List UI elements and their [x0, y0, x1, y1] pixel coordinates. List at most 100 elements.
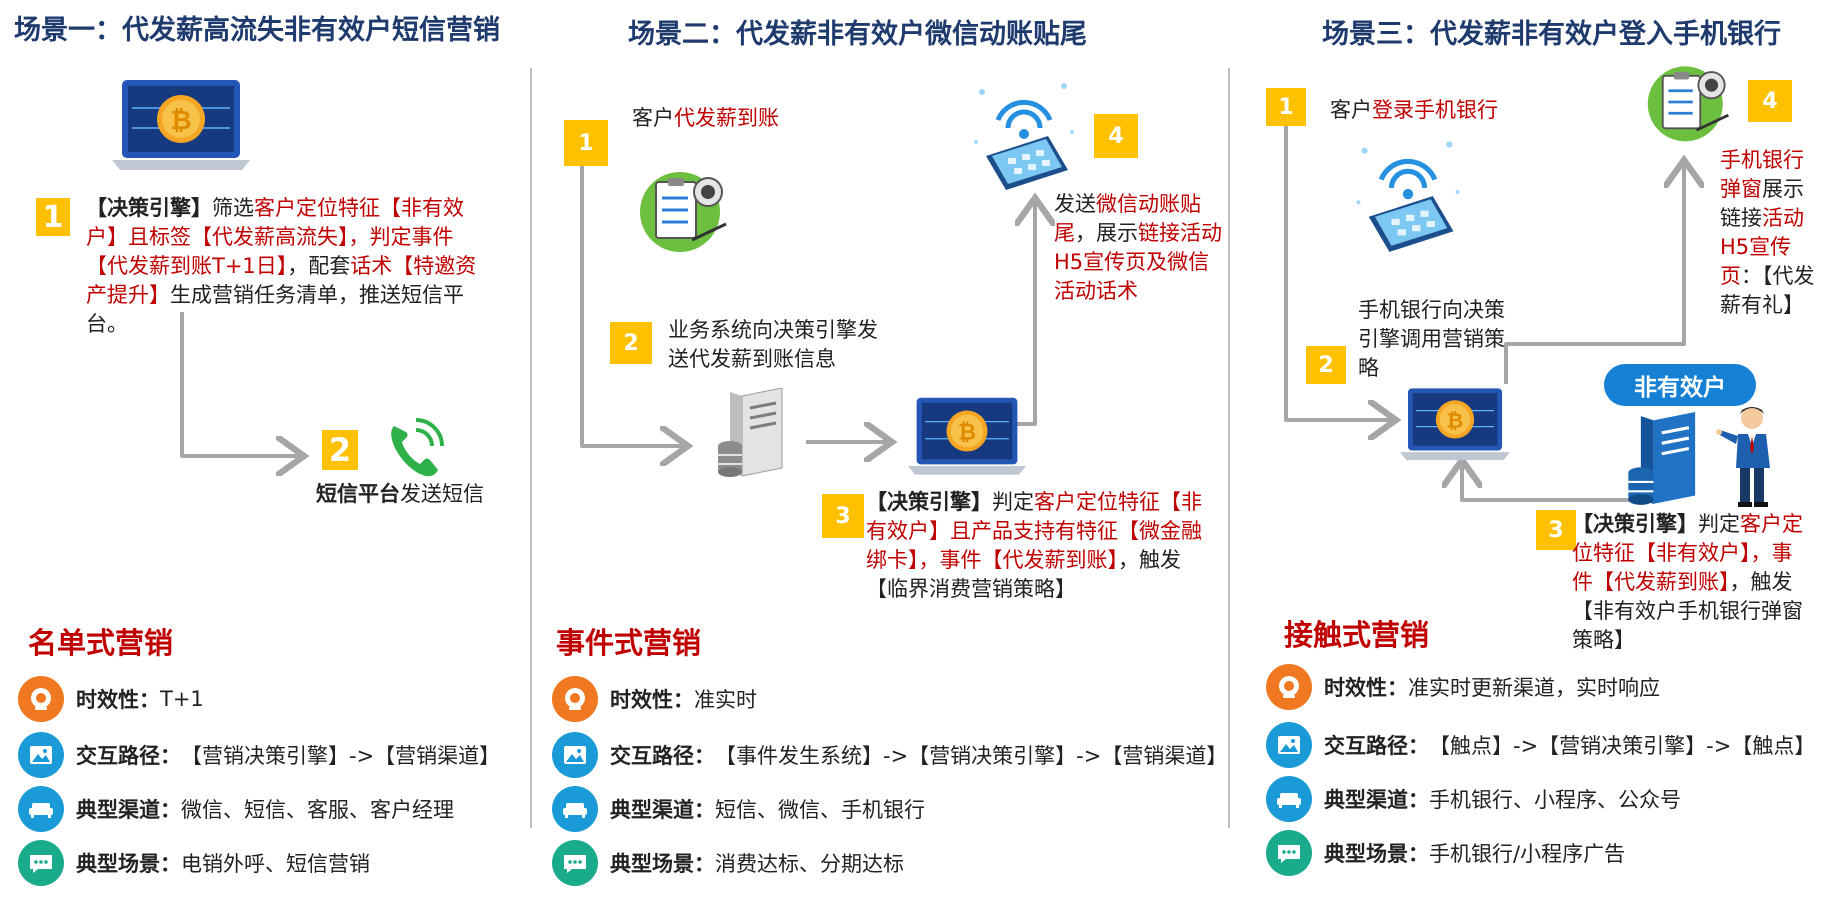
s2-step2-badge: 2 — [610, 322, 652, 364]
feature-value: T+1 — [160, 687, 204, 711]
svg-text:₿: ₿ — [1447, 408, 1464, 432]
svg-text:₿: ₿ — [958, 420, 976, 446]
s3-text4-p2: 展示链接 — [1720, 177, 1804, 230]
feature-label: 典型渠道： — [610, 798, 715, 822]
s2-section-title: 事件式营销 — [556, 626, 702, 660]
chat-icon — [552, 840, 598, 886]
feature-label: 典型场景： — [610, 852, 715, 876]
laptop-bitcoin-icon: ₿ — [908, 397, 1026, 475]
clock-icon — [18, 676, 64, 722]
s1-arrow-to-sms — [180, 312, 300, 456]
feature-value: 手机银行、小程序、公众号 — [1429, 788, 1681, 812]
chat-icon — [1266, 830, 1312, 876]
clock-icon — [552, 676, 598, 722]
s3-feature-row: 典型场景：手机银行/小程序广告 — [1266, 830, 1625, 876]
feature-label: 交互路径： — [1324, 734, 1429, 758]
image-icon — [1266, 722, 1312, 768]
s1-feature-row: 交互路径：【营销决策引擎】->【营销渠道】 — [18, 732, 500, 778]
feature-value: 【事件发生系统】->【营销决策引擎】->【营销渠道】 — [715, 744, 1228, 768]
clock-icon — [1266, 664, 1312, 710]
s3-step1-badge: 1 — [1266, 88, 1306, 126]
image-icon — [18, 732, 64, 778]
laptop-bitcoin-icon: ₿ — [112, 80, 250, 170]
s2-arrow-to-server — [580, 160, 684, 446]
s3-text3-p4: ，触发【非有效户手机银行弹窗策略】 — [1572, 570, 1803, 652]
s3-text3-p2: 判定 — [1698, 512, 1740, 536]
s2-text3-p3: 客户定位特征【非有效户】且产品支持有特征【微金融绑卡】，事件【代发薪到账】 — [866, 490, 1202, 572]
s3-section-title: 接触式营销 — [1284, 618, 1430, 652]
s3-text3-p1: 【决策引擎】 — [1572, 512, 1698, 536]
s3-text3-p3: 客户定位特征【非有效户】，事件【代发薪到账】 — [1572, 512, 1803, 594]
s1-step1-badge: 1 — [36, 198, 70, 236]
s1-text1-p5: 话术【特邀资产提升】 — [86, 254, 477, 307]
feature-label: 典型场景： — [76, 852, 181, 876]
feature-value: 短信、微信、手机银行 — [715, 798, 925, 822]
s3-feature-row: 交互路径：【触点】->【营销决策引擎】->【触点】 — [1266, 722, 1815, 768]
feature-value: 微信、短信、客服、客户经理 — [181, 798, 454, 822]
s3-step2-text: 手机银行向决策引擎调用营销策略 — [1358, 298, 1505, 380]
s1-step1-text: 【决策引擎】筛选客户定位特征【非有效户】且标签【代发薪高流失】，判定事件【代发薪… — [86, 194, 488, 339]
mobile-wifi-icon — [974, 83, 1074, 190]
s1-feature-row: 时效性：T+1 — [18, 676, 204, 722]
clipboard-checklist-icon — [640, 172, 727, 252]
s2-step4-badge: 4 — [1094, 114, 1138, 158]
laptop-bitcoin-icon: ₿ — [1400, 388, 1510, 461]
s2-feature-row: 交互路径：【事件发生系统】->【营销决策引擎】->【营销渠道】 — [552, 732, 1227, 778]
feature-label: 交互路径： — [610, 744, 715, 768]
s2-text3-p2: 判定 — [992, 490, 1034, 514]
s3-step1-text: 客户登录手机银行 — [1330, 96, 1498, 125]
feature-label: 时效性： — [1324, 676, 1408, 700]
s3-text4-p3: 活动H5宣传页 — [1720, 206, 1804, 288]
s3-step2-badge: 2 — [1306, 346, 1346, 384]
s2-feature-row: 典型渠道：短信、微信、手机银行 — [552, 786, 925, 832]
businessman-icon — [1716, 407, 1770, 507]
s1-feature-row: 典型渠道：微信、短信、客服、客户经理 — [18, 786, 454, 832]
s2-feature-row: 典型场景：消费达标、分期达标 — [552, 840, 904, 886]
s2-text3-p1: 【决策引擎】 — [866, 490, 992, 514]
s1-text1-p6: 生成营销任务清单，推送短信平台。 — [86, 283, 464, 336]
s3-feature-row: 典型渠道：手机银行、小程序、公众号 — [1266, 776, 1681, 822]
scene2-title: 场景二：代发薪非有效户微信动账贴尾 — [628, 19, 1087, 50]
s1-text2-p1: 短信平台 — [316, 482, 400, 506]
s3-arrow-to-laptop — [1284, 122, 1392, 420]
s2-step1-text: 客户代发薪到账 — [632, 104, 779, 133]
feature-label: 典型渠道： — [76, 798, 181, 822]
s2-text1-p2: 代发薪到账 — [674, 106, 779, 130]
s2-text1-p1: 客户 — [632, 106, 674, 130]
sofa-icon — [1266, 776, 1312, 822]
divider-left — [530, 68, 532, 828]
s3-text4-p4: ：【代发薪有礼】 — [1720, 264, 1815, 317]
feature-value: 准实时更新渠道，实时响应 — [1408, 676, 1660, 700]
feature-value: 消费达标、分期达标 — [715, 852, 904, 876]
svg-text:₿: ₿ — [170, 106, 191, 136]
s1-text1-p3: 客户定位特征【非有效户】且标签【代发薪高流失】，判定事件【代发薪到账T+1日】 — [86, 196, 464, 278]
s1-text1-p4: ，配套 — [287, 254, 351, 278]
clipboard-checklist-icon — [1647, 66, 1729, 142]
s1-section-title: 名单式营销 — [28, 626, 174, 660]
feature-label: 时效性： — [76, 688, 160, 712]
s2-step2-text: 业务系统向决策引擎发送代发薪到账信息 — [668, 318, 878, 371]
feature-label: 典型场景： — [1324, 842, 1429, 866]
s3-text1-p2: 登录手机银行 — [1372, 98, 1498, 122]
feature-value: 【触点】->【营销决策引擎】->【触点】 — [1429, 734, 1816, 758]
s2-step4-text: 发送微信动账贴尾，展示链接活动H5宣传页及微信活动话术 — [1054, 190, 1224, 306]
sofa-icon — [18, 786, 64, 832]
s3-step3-badge: 3 — [1536, 510, 1576, 550]
s2-step1-badge: 1 — [564, 120, 608, 166]
s3-step3-text: 【决策引擎】判定客户定位特征【非有效户】，事件【代发薪到账】，触发【非有效户手机… — [1572, 510, 1812, 655]
feature-label: 典型渠道： — [1324, 788, 1429, 812]
s1-step2-text: 短信平台发送短信 — [316, 480, 484, 509]
chat-icon — [18, 840, 64, 886]
scene3-title: 场景三：代发薪非有效户登入手机银行 — [1322, 19, 1781, 50]
s3-step4-text: 手机银行弹窗展示链接活动H5宣传页：【代发薪有礼】 — [1720, 146, 1824, 320]
s1-feature-row: 典型场景：电销外呼、短信营销 — [18, 840, 370, 886]
feature-value: 【营销决策引擎】->【营销渠道】 — [181, 744, 501, 768]
s2-step3-text: 【决策引擎】判定客户定位特征【非有效户】且产品支持有特征【微金融绑卡】，事件【代… — [866, 488, 1206, 604]
s2-text4-p1: 发送 — [1054, 192, 1096, 216]
s3-text4-p1: 手机银行弹窗 — [1720, 148, 1804, 201]
feature-value: 手机银行/小程序广告 — [1429, 842, 1626, 866]
s1-text1-p2: 筛选 — [212, 196, 254, 220]
mobile-wifi-icon — [1356, 141, 1460, 252]
server-icon — [718, 388, 783, 477]
sofa-icon — [552, 786, 598, 832]
